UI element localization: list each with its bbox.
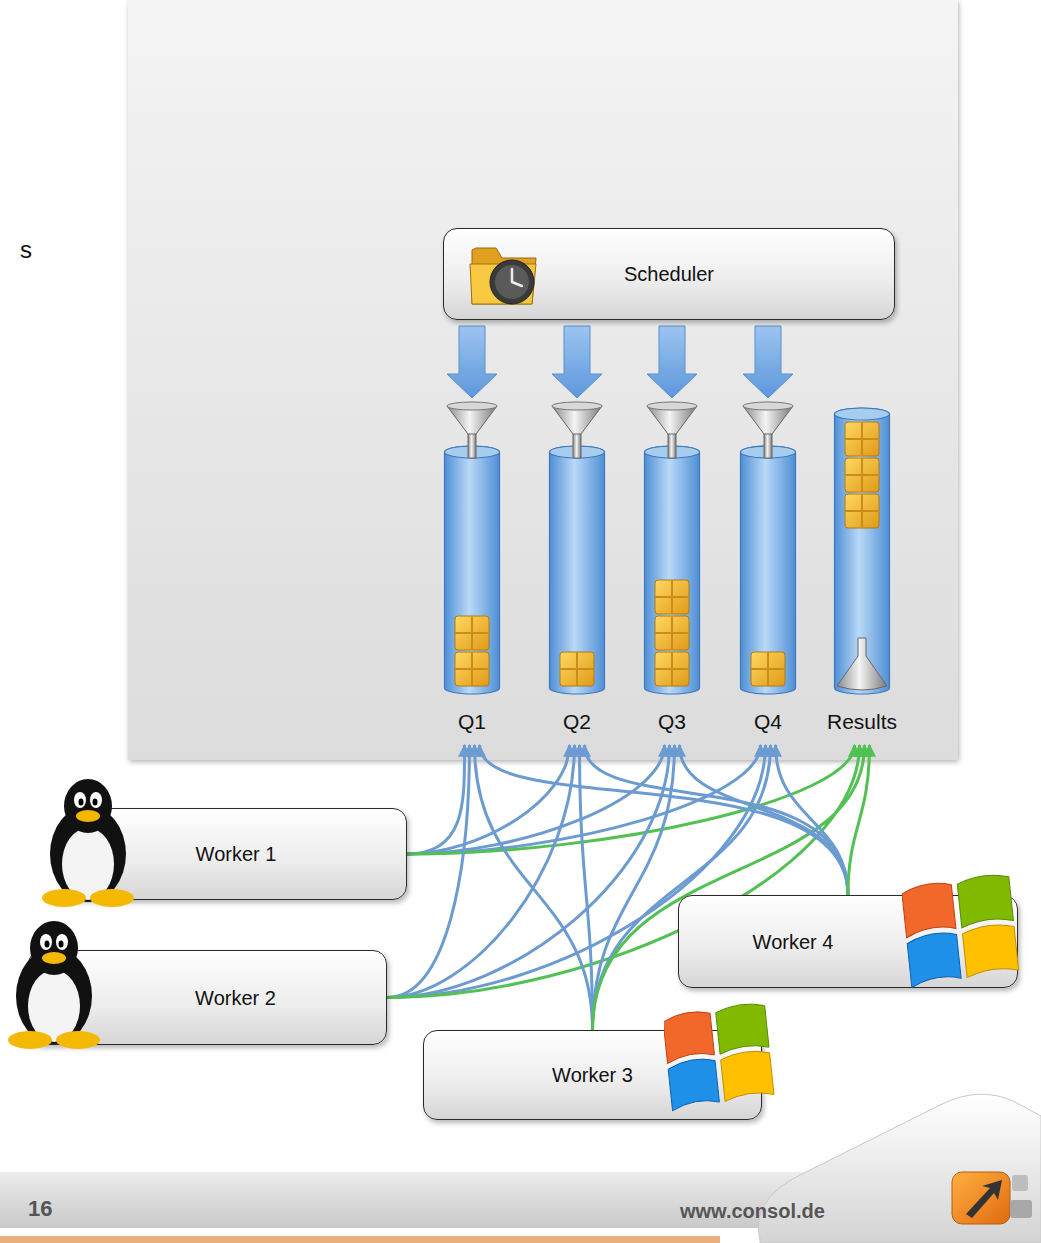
fetch-line (680, 745, 849, 895)
queue-label: Results (827, 710, 897, 733)
queue-label-row: Q4 (726, 710, 810, 734)
job-queue: Q4 (726, 400, 810, 745)
block-arrow (743, 326, 793, 398)
fetch-line (407, 745, 465, 854)
website-url: www.consol.de (680, 1200, 825, 1223)
box-label: Worker 2 (195, 986, 276, 1010)
queue-label: Q1 (458, 710, 486, 733)
queue-label: Q3 (658, 710, 686, 733)
box-label: Worker 4 (753, 930, 834, 954)
fetch-line (475, 745, 593, 1030)
windows-logo (902, 870, 1020, 988)
cut-off-text: s (20, 236, 32, 264)
queue-cylinder (820, 400, 904, 696)
queue-label-row: Q3 (630, 710, 714, 734)
box-label: Scheduler (624, 262, 714, 286)
fetch-line (387, 745, 670, 998)
fetch-line (776, 745, 849, 895)
queue-label-row: Results (820, 710, 904, 734)
queue-cylinder (430, 400, 514, 696)
linux-penguin (4, 918, 104, 1050)
results-queue: Results (820, 400, 904, 745)
fetch-line (407, 745, 665, 854)
block-arrow (552, 326, 602, 398)
queue-cylinder (630, 400, 714, 696)
job-queue: Q3 (630, 400, 714, 745)
page-number: 16 (28, 1196, 52, 1222)
job-queue: Q1 (430, 400, 514, 745)
fetch-line (585, 745, 849, 895)
block-arrow (447, 326, 497, 398)
queue-label-row: Q1 (430, 710, 514, 734)
windows-logo (664, 1000, 776, 1112)
result-line (848, 745, 870, 895)
fetch-line (480, 745, 849, 895)
block-arrow (647, 326, 697, 398)
queue-label: Q2 (563, 710, 591, 733)
server-panel (128, 0, 958, 760)
fetch-line (407, 745, 761, 854)
queue-cylinder (535, 400, 619, 696)
linux-penguin (38, 776, 138, 908)
job-queue: Q2 (535, 400, 619, 745)
queue-label: Q4 (754, 710, 782, 733)
footer-strip (0, 1236, 720, 1243)
queue-label-row: Q2 (535, 710, 619, 734)
box-label: Worker 1 (196, 842, 277, 866)
box-label: Worker 3 (552, 1063, 633, 1087)
queue-cylinder (726, 400, 810, 696)
scheduler-icon (466, 234, 542, 310)
